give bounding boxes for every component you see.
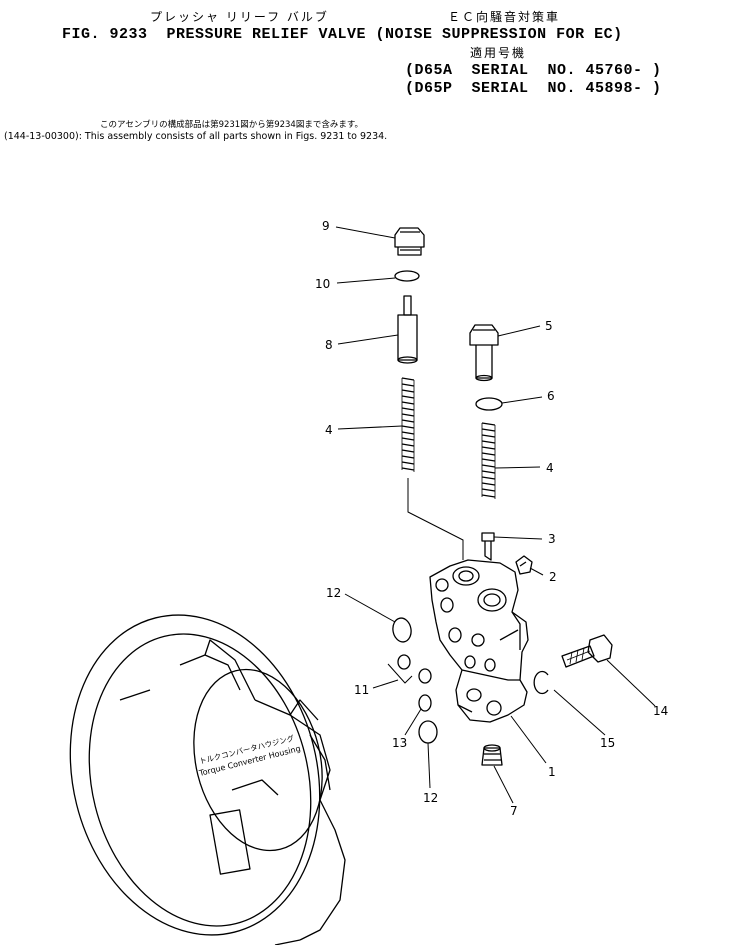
callout-14: 14 — [653, 704, 668, 718]
serial-d65p: (D65P SERIAL NO. 45898- ) — [405, 80, 662, 97]
o-ring-10 — [394, 270, 420, 282]
callout-15: 15 — [600, 736, 615, 750]
o-ring-12-bottom — [418, 720, 438, 744]
callout-1: 1 — [548, 765, 556, 779]
callout-12-bottom: 12 — [423, 791, 438, 805]
callout-9: 9 — [322, 219, 330, 233]
valve-3 — [481, 532, 495, 561]
callout-6: 6 — [547, 389, 555, 403]
assembly-note: (144-13-00300): This assembly consists o… — [4, 131, 388, 142]
callout-12-top: 12 — [326, 586, 341, 600]
applicable-models-label: 適用号機 — [470, 46, 527, 60]
spring-4-right — [481, 422, 496, 499]
callout-2: 2 — [549, 570, 557, 584]
bolt-14 — [561, 634, 613, 668]
piston-8 — [397, 295, 418, 364]
o-rings-11 — [387, 654, 432, 684]
snap-ring-15 — [533, 670, 549, 695]
callout-4-right: 4 — [546, 461, 554, 475]
title-japanese-ec: ＥＣ向騒音対策車 — [448, 10, 561, 24]
spring-4-left — [401, 377, 415, 472]
callout-8: 8 — [325, 338, 333, 352]
callout-4-left: 4 — [325, 423, 333, 437]
callout-13: 13 — [392, 736, 407, 750]
callout-11: 11 — [354, 683, 369, 697]
callout-3: 3 — [548, 532, 556, 546]
fitting-2 — [515, 555, 533, 575]
o-ring-6 — [475, 397, 503, 411]
o-ring-13 — [418, 694, 432, 712]
callout-10: 10 — [315, 277, 330, 291]
serial-d65a: (D65A SERIAL NO. 45760- ) — [405, 62, 662, 79]
plug-5 — [469, 324, 499, 382]
o-ring-12-top — [392, 617, 412, 643]
plug-9 — [394, 227, 425, 256]
callout-5: 5 — [545, 319, 553, 333]
assembly-note-japanese: このアセンブリの構成部品は第9231図から第9234図まで含みます。 — [100, 120, 363, 130]
plug-7 — [481, 744, 503, 766]
title-japanese: プレッシャ リリーフ バルブ — [150, 10, 329, 24]
torque-converter-housing — [69, 614, 346, 945]
valve-body-1 — [429, 559, 529, 723]
leader-lines — [335, 226, 656, 804]
figure-title: FIG. 9233 PRESSURE RELIEF VALVE (NOISE S… — [62, 26, 623, 43]
callout-7: 7 — [510, 804, 518, 818]
